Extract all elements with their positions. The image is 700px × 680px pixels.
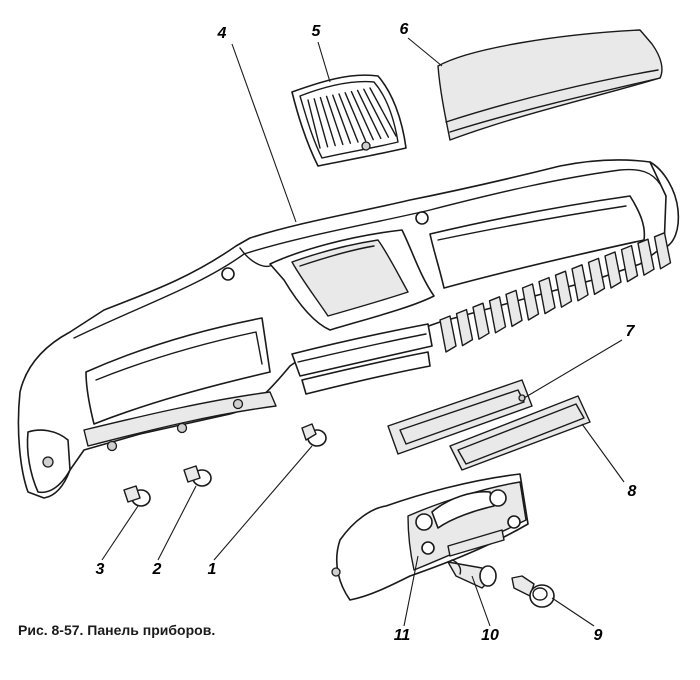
dashboard-rib xyxy=(604,251,622,289)
grille-slot xyxy=(350,90,374,141)
grille-slots xyxy=(307,87,397,149)
figure-caption: Рис. 8-57. Панель приборов. xyxy=(18,622,216,638)
grille-slot xyxy=(356,89,382,140)
grille-slot xyxy=(325,95,344,146)
callout-2: 2 xyxy=(152,561,162,578)
callout-3: 3 xyxy=(96,561,105,578)
dashboard-rib xyxy=(538,276,556,315)
grille-slot xyxy=(332,94,352,144)
plug-3 xyxy=(123,485,151,507)
callout-4: 4 xyxy=(217,25,227,42)
dashboard-rib xyxy=(587,257,606,296)
callout-6: 6 xyxy=(400,21,409,38)
dashboard-rib xyxy=(637,238,655,276)
dashboard-ribs xyxy=(439,232,672,353)
seal-gasket xyxy=(449,395,591,471)
dashboard-rib xyxy=(472,302,490,340)
dashboard-rib xyxy=(554,270,573,308)
dashboard-rib xyxy=(455,308,474,347)
dashboard-rib xyxy=(505,289,523,328)
speaker-grille xyxy=(291,74,407,167)
grille-slot xyxy=(338,93,359,143)
callout-11: 11 xyxy=(394,627,411,644)
callout-7: 7 xyxy=(626,323,636,340)
knob-10 xyxy=(447,559,497,589)
trim-plate xyxy=(387,379,533,455)
grille-slot xyxy=(319,96,336,147)
plug-1 xyxy=(301,423,327,447)
callout-9: 9 xyxy=(594,627,603,644)
grille-slot xyxy=(344,92,367,142)
callout-8: 8 xyxy=(628,483,637,500)
dashboard-rib xyxy=(620,244,639,283)
callout-1: 1 xyxy=(208,561,217,578)
grille-slot xyxy=(307,99,321,149)
callout-5: 5 xyxy=(312,23,322,40)
knob-9 xyxy=(511,575,555,608)
dashboard-body xyxy=(17,159,680,499)
callout-10: 10 xyxy=(481,627,499,644)
callout-labels: 4 5 6 7 8 1 2 3 11 10 9 xyxy=(96,21,637,644)
grille-slot xyxy=(313,98,329,148)
dashboard-rib xyxy=(653,232,672,270)
dashboard-rib xyxy=(488,296,507,334)
grille-slot xyxy=(363,88,390,138)
glovebox-lid xyxy=(437,29,663,141)
dashboard-rib xyxy=(571,264,589,302)
dashboard-rib xyxy=(521,283,540,321)
plug-2 xyxy=(183,465,212,487)
leader-lines xyxy=(101,37,625,627)
grille-slot xyxy=(369,87,397,137)
dashboard-rib xyxy=(439,315,457,353)
heater-control-housing xyxy=(331,473,529,601)
